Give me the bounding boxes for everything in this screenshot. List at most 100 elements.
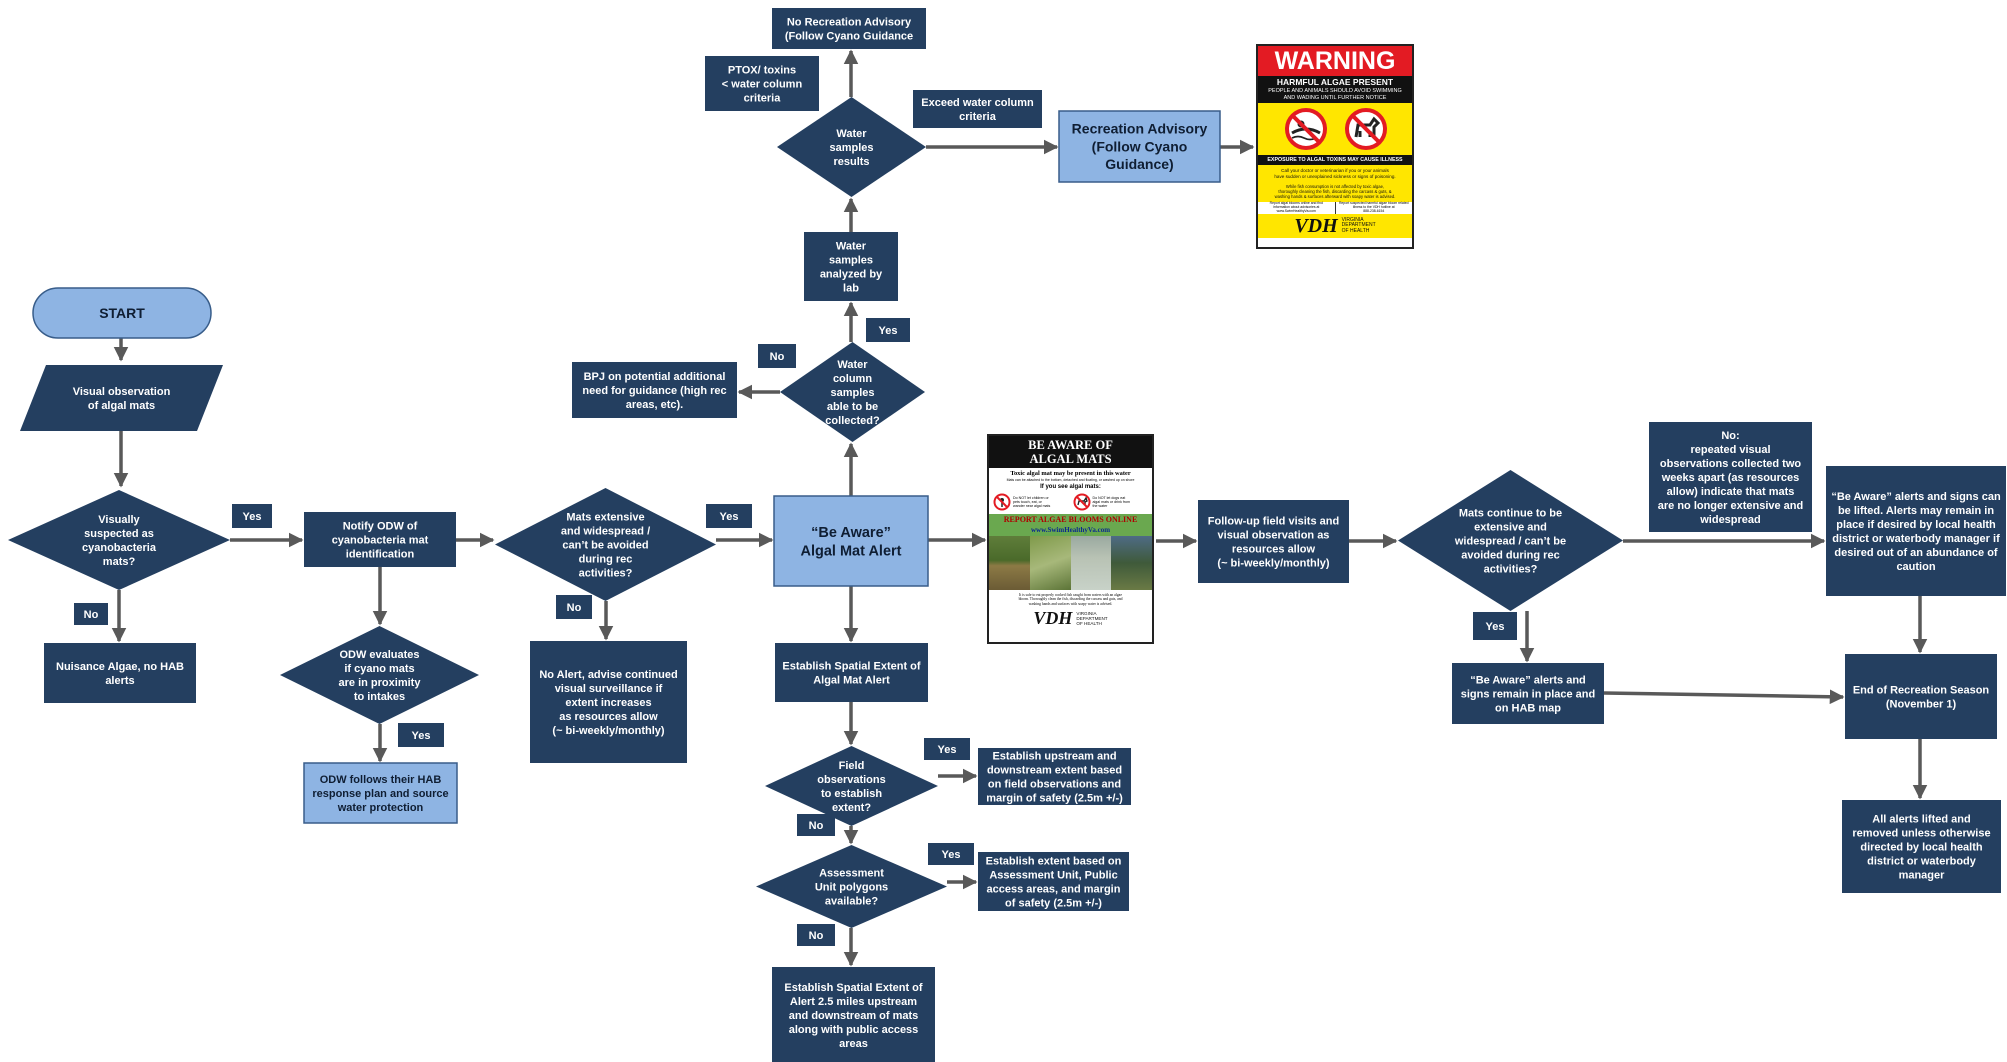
be-aware-alert-node: “Be Aware”Algal Mat Alert [773, 495, 929, 587]
warning-sign-footer-right: Report suspected harmful algae bloom rel… [1338, 201, 1409, 213]
be-aware-sign-rules: Do NOT let children or pets touch, eat, … [989, 490, 1152, 514]
warning-sign-footer: Report algal blooms online and find info… [1258, 201, 1412, 214]
rule1-text: Do NOT let children or pets touch, eat, … [1013, 495, 1051, 509]
yes-suspected-text: Yes [243, 511, 262, 523]
be-aware-sign-report: REPORT ALGAE BLOOMS ONLINE [1003, 515, 1138, 524]
no-dogs-icon [1073, 493, 1090, 511]
no-swimming-icon [1285, 108, 1327, 150]
yes-mats-label: Yes [706, 504, 752, 528]
warning-icons [1285, 108, 1387, 150]
vdh-dept: VIRGINIA DEPARTMENT OF HEALTH [1076, 610, 1108, 626]
yes-suspected-label: Yes [232, 504, 272, 528]
no-assessment-text: No [809, 930, 824, 942]
no-mats-text: No [567, 602, 582, 614]
warning-sign-logo-band: VDH VIRGINIA DEPARTMENT OF HEALTH [1258, 214, 1412, 238]
warning-sign-subtitle: HARMFUL ALGAE PRESENT [1258, 76, 1412, 88]
yes-field-text: Yes [938, 744, 957, 756]
no-touch-icon [993, 493, 1011, 511]
yes-assessment-text: Yes [942, 849, 961, 861]
rule-dogs: Do NOT let dogs eat algal mats or drink … [1073, 490, 1149, 514]
be-aware-sign-photos [989, 536, 1152, 590]
start-text: START [99, 305, 145, 321]
be-aware-sign-title: BE AWARE OF ALGAL MATS [989, 436, 1152, 468]
warning-sign-line1: PEOPLE AND ANIMALS SHOULD AVOID SWIMMING… [1258, 88, 1412, 103]
warning-sign-body1: Call your doctor or veterinarian if you … [1258, 165, 1412, 182]
warning-sign-icon-band [1258, 103, 1412, 155]
be-aware-sign-fish: It is safe to eat properly cooked fish c… [1018, 593, 1123, 606]
be-aware-sign-toxic: Toxic algal mat may be present in this w… [1010, 470, 1131, 477]
yes-water-label: Yes [866, 318, 910, 342]
yes-odw-text: Yes [412, 730, 431, 742]
rule-children: Do NOT let children or pets touch, eat, … [993, 490, 1069, 514]
yes-continue-label: Yes [1473, 612, 1517, 640]
warning-sign-title: WARNING [1258, 46, 1412, 76]
no-rec-advisory-node: No Recreation Advisory(Follow Cyano Guid… [772, 8, 926, 49]
be-aware-alert-text: “Be Aware”Algal Mat Alert [801, 525, 902, 559]
yes-continue-text: Yes [1486, 621, 1505, 633]
no-mats-label: No [556, 595, 592, 619]
no-suspected-text: No [84, 609, 99, 621]
be-aware-sign-small: Mats can be attached to the bottom, deta… [1006, 478, 1135, 482]
be-aware-sign-logo-band: VDH VIRGINIA DEPARTMENT OF HEALTH [989, 608, 1152, 628]
warning-sign: WARNING HARMFUL ALGAE PRESENT PEOPLE AND… [1256, 44, 1414, 249]
be-aware-sign-report-band: REPORT ALGAE BLOOMS ONLINE www.SwimHealt… [989, 514, 1152, 536]
be-aware-sign-if-you-see: If you see algal mats: [1040, 484, 1101, 490]
no-assessment-label: No [797, 924, 835, 946]
no-water-text: No [770, 351, 785, 363]
no-rec-advisory-text: No Recreation Advisory(Follow Cyano Guid… [785, 16, 913, 42]
rule2-text: Do NOT let dogs eat algal mats or drink … [1092, 495, 1131, 509]
no-suspected-label: No [74, 603, 108, 625]
yes-mats-text: Yes [720, 511, 739, 523]
end-season-text: End of Recreation Season(November 1) [1853, 684, 1990, 710]
algal-mat-photo-2 [1029, 536, 1071, 590]
no-field-text: No [809, 820, 824, 832]
end-season-node: End of Recreation Season(November 1) [1845, 654, 1997, 739]
yes-assessment-label: Yes [928, 843, 974, 865]
start-node: START [32, 287, 212, 339]
be-aware-sign-url[interactable]: www.SwimHealthyVa.com [1030, 526, 1111, 534]
